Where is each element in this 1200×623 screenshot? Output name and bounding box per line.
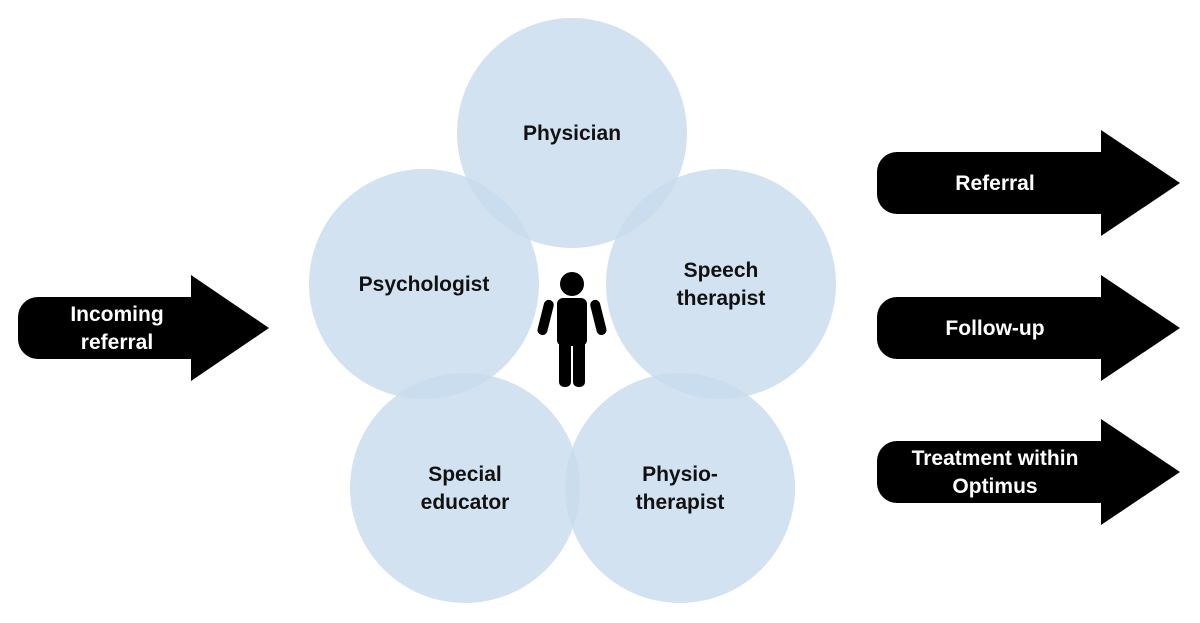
role-label-speech-therapist: Speech therapist: [677, 259, 766, 310]
incoming-arrow: Incoming referral: [18, 275, 269, 381]
incoming-arrow-label-line: Incoming: [70, 303, 163, 326]
role-psychologist: Psychologist: [309, 169, 539, 399]
role-label-special-educator-line: educator: [421, 491, 510, 514]
role-physician: Physician: [457, 18, 687, 248]
role-circle-physiotherapist: [565, 373, 795, 603]
incoming-arrow-shape: [18, 275, 269, 381]
outcome-arrow-follow-up: Follow-up: [877, 275, 1180, 381]
role-circle-psychologist: [309, 169, 539, 399]
role-label-physiotherapist-line: therapist: [636, 491, 725, 514]
role-label-psychologist: Psychologist: [359, 273, 490, 296]
outcome-arrow-referral: Referral: [877, 130, 1180, 236]
role-circle-special-educator: [350, 373, 580, 603]
role-label-psychologist-line: Psychologist: [359, 273, 490, 296]
outcome-arrow-referral-shape: [877, 130, 1180, 236]
outcome-arrow-treatment-within-optimus-label-line: Treatment within: [912, 447, 1079, 470]
incoming-arrow-label: Incoming referral: [70, 303, 163, 354]
outcome-arrow-follow-up-shape: [877, 275, 1180, 381]
role-physiotherapist: Physio-therapist: [565, 373, 795, 603]
role-label-special-educator: Special educator: [421, 463, 510, 514]
person-head: [560, 272, 584, 296]
person-right-leg: [573, 338, 585, 387]
outcome-arrow-referral-label: Referral: [955, 172, 1034, 195]
outcome-arrow-referral-label-line: Referral: [955, 172, 1034, 195]
role-label-special-educator-line: Special: [428, 463, 502, 486]
role-label-physician: Physician: [523, 122, 621, 145]
outcome-arrow-follow-up-label: Follow-up: [945, 317, 1044, 340]
role-circle-physician: [457, 18, 687, 248]
incoming-arrow-label-line: referral: [81, 331, 153, 354]
person-left-leg: [559, 338, 571, 387]
outcome-arrow-follow-up-label-line: Follow-up: [945, 317, 1044, 340]
outcome-arrow-treatment-within-optimus-label-line: Optimus: [952, 475, 1037, 498]
role-speech-therapist: Speech therapist: [606, 169, 836, 399]
role-label-speech-therapist-line: Speech: [684, 259, 759, 282]
role-special-educator: Special educator: [350, 373, 580, 603]
role-circle-speech-therapist: [606, 169, 836, 399]
arrows-layer: Incoming referral ReferralFollow-upTreatme…: [18, 130, 1180, 525]
person-right-arm: [590, 299, 607, 336]
role-label-speech-therapist-line: therapist: [677, 287, 766, 310]
outcome-arrow-treatment-within-optimus-shape: [877, 419, 1180, 525]
role-label-physician-line: Physician: [523, 122, 621, 145]
person-torso: [557, 298, 587, 346]
person-left-arm: [537, 299, 554, 336]
person-icon: [537, 272, 607, 387]
role-label-physiotherapist: Physio-therapist: [636, 463, 725, 514]
role-label-physiotherapist-line: Physio-: [642, 463, 718, 486]
